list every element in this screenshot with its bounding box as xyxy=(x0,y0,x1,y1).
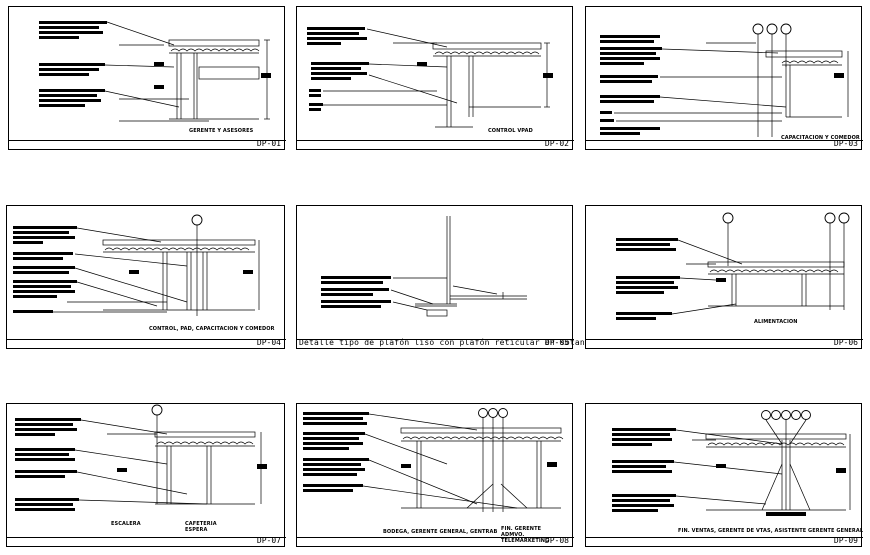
ceiling-section-drawing xyxy=(39,21,271,122)
sheet-subtitle: FIN. GERENTE ADMVO. TELEMARKETING xyxy=(501,526,550,544)
sheet-title: ALIMENTACION xyxy=(754,319,798,325)
sheet-title: BODEGA, GERENTE GENERAL, GENTRAB xyxy=(383,529,498,535)
sheet-code: DP-04 xyxy=(256,338,281,347)
ceiling-section-drawing xyxy=(307,27,553,128)
title-block-strip xyxy=(586,537,863,546)
detail-sheet-dp-02: CONTROL VPAD DP-02 xyxy=(296,6,574,150)
sheet-code: DP-09 xyxy=(833,536,858,545)
sheet-title: ESCALERA xyxy=(111,521,141,527)
detail-sheet-dp-06: ALIMENTACION DP-06 xyxy=(585,205,863,349)
sheet-code: DP-06 xyxy=(833,338,858,347)
sheet-title: CONTROL, PAD, CAPACITACION Y COMEDOR xyxy=(149,326,275,332)
sheet-subtitle: CAFETERIA ESPERA xyxy=(185,521,217,533)
detail-sheet-dp-04: CONTROL, PAD, CAPACITACION Y COMEDOR DP-… xyxy=(6,205,286,349)
sheet-title: CONTROL VPAD xyxy=(488,128,533,134)
ceiling-section-drawing xyxy=(600,23,849,137)
detail-sheet-dp-09: FIN. VENTAS, GERENTE DE VTAS, ASISTENTE … xyxy=(585,403,864,547)
sheet-title: FIN. VENTAS, GERENTE DE VTAS, ASISTENTE … xyxy=(678,528,864,534)
ceiling-section-drawing xyxy=(13,214,260,316)
ceiling-section-drawing xyxy=(15,404,267,511)
detail-sheet-dp-03: CAPACITACION Y COMEDOR DP-03 xyxy=(585,6,863,150)
ceiling-section-drawing xyxy=(303,408,564,512)
title-block-strip xyxy=(7,339,286,348)
title-block-strip xyxy=(297,339,574,348)
sheet-code: DP-05 xyxy=(544,338,569,347)
sheet-code: DP-03 xyxy=(833,139,858,148)
title-block-strip xyxy=(297,140,574,149)
sheet-code: DP-02 xyxy=(544,139,569,148)
title-block-strip xyxy=(297,537,574,546)
sheet-code: DP-07 xyxy=(256,536,281,545)
detail-sheet-dp-07: ESCALERA CAFETERIA ESPERA DP-07 xyxy=(6,403,286,547)
sheet-title: CAPACITACION Y COMEDOR xyxy=(781,135,860,141)
ceiling-section-drawing xyxy=(616,212,850,320)
title-block-strip xyxy=(586,140,863,149)
title-block-strip xyxy=(9,140,286,149)
title-block-strip xyxy=(7,537,286,546)
ceiling-section-drawing xyxy=(612,410,851,516)
sheet-code: DP-01 xyxy=(256,139,281,148)
ceiling-section-drawing xyxy=(321,216,527,317)
detail-caption: Detalle tipo de plafón liso con plafón r… xyxy=(299,338,590,347)
detail-sheet-dp-08: BODEGA, GERENTE GENERAL, GENTRAB FIN. GE… xyxy=(296,403,574,547)
title-block-strip xyxy=(586,339,863,348)
sheet-code: DP-08 xyxy=(544,536,569,545)
detail-sheet-dp-01: GERENTE Y ASESORES DP-01 xyxy=(8,6,286,150)
sheet-title: GERENTE Y ASESORES xyxy=(189,128,254,134)
detail-sheet-dp-05: Detalle tipo de plafón liso con plafón r… xyxy=(296,205,590,349)
